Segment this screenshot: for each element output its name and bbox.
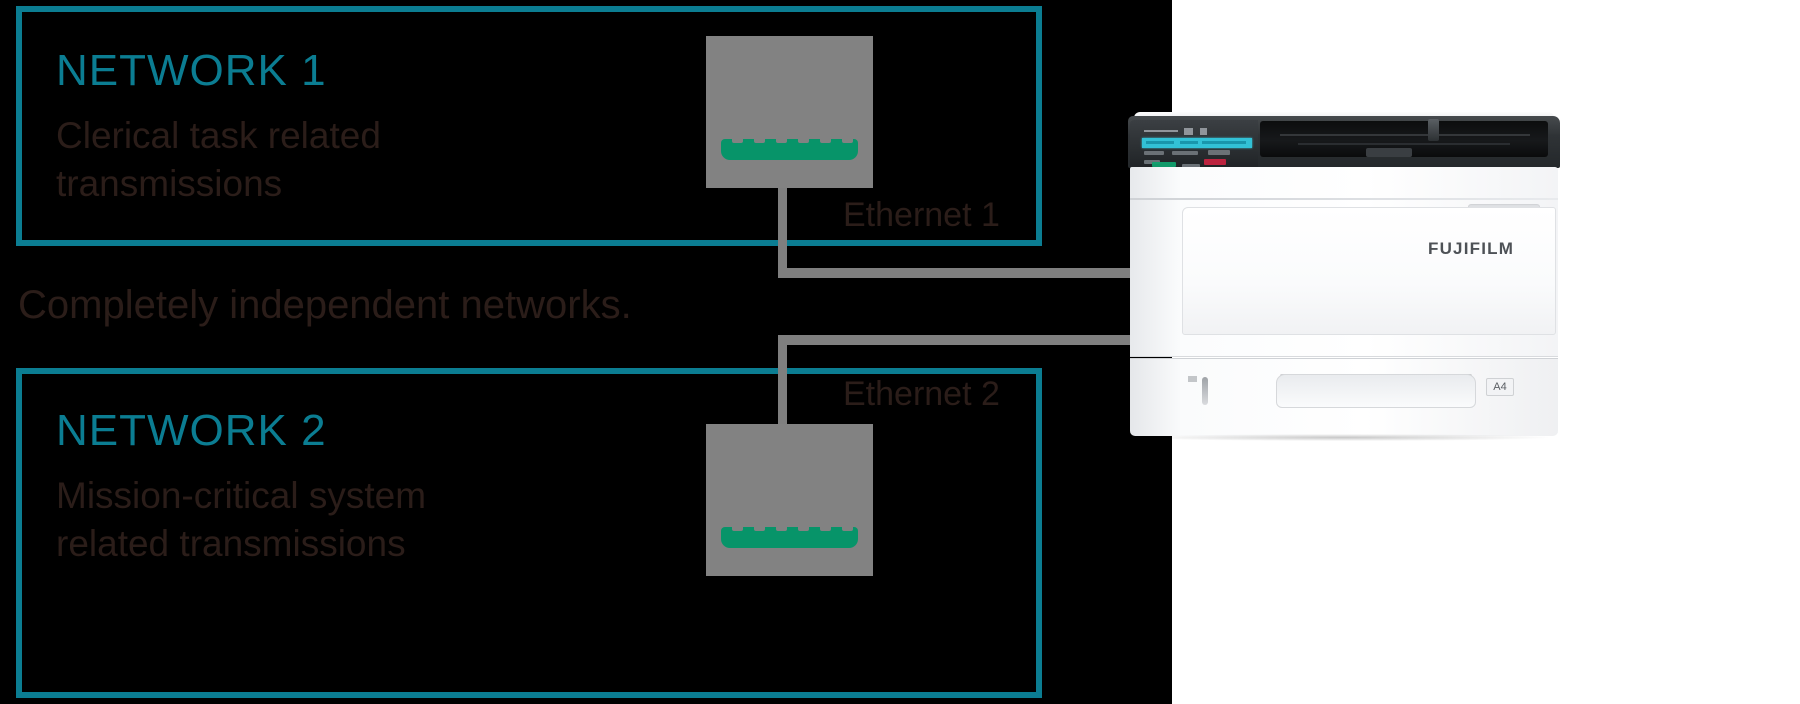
ethernet-2-cable-horizontal: [778, 335, 1148, 345]
printer-paper-size-badge: A4: [1486, 378, 1514, 396]
printer-panel-icon-row: [1144, 128, 1234, 136]
ethernet-1-cable-vertical: [778, 186, 787, 270]
ethernet-1-cable-horizontal: [778, 268, 1148, 278]
printer-start-button[interactable]: [1152, 162, 1176, 167]
network-switch-2: [706, 424, 873, 576]
printer-paper-stopper: [1428, 119, 1439, 141]
independent-networks-note: Completely independent networks.: [18, 283, 632, 327]
ethernet-1-label: Ethernet 1: [843, 196, 1000, 234]
network-switch-1: [706, 36, 873, 188]
printer-stop-button[interactable]: [1204, 159, 1226, 165]
printer-tray-ridge: [1298, 143, 1510, 145]
printer-tray-ridge: [1280, 134, 1530, 136]
printer-cassette-grip[interactable]: [1276, 374, 1476, 408]
switch-port-strip: [721, 136, 858, 160]
printer-paper-level-gauge: [1202, 377, 1208, 405]
switch-chassis: [706, 36, 873, 188]
network-1-title: NETWORK 1: [56, 46, 327, 95]
ethernet-2-cable-vertical: [778, 335, 787, 425]
printer-front-door[interactable]: [1182, 207, 1556, 335]
printer-body-seam: [1130, 198, 1558, 200]
printer-tray-handle: [1366, 148, 1412, 157]
printer-illustration: FUJIFILM A4: [1128, 112, 1560, 441]
switch-port-strip: [721, 524, 858, 548]
switch-chassis: [706, 424, 873, 576]
printer-lcd-display: [1142, 138, 1252, 148]
black-backdrop: [0, 0, 1172, 704]
printer-drop-shadow: [1138, 434, 1548, 441]
ethernet-2-label: Ethernet 2: [843, 375, 1000, 413]
network-2-title: NETWORK 2: [56, 406, 327, 455]
printer-control-panel[interactable]: [1130, 120, 1258, 170]
printer-brand-logo: FUJIFILM: [1428, 239, 1515, 258]
network-1-box: [16, 6, 1042, 246]
printer-paper-level-mark: [1188, 376, 1197, 382]
network-1-description: Clerical task related transmissions: [56, 115, 381, 205]
network-2-box: [16, 368, 1042, 698]
network-2-description: Mission-critical system related transmis…: [56, 475, 427, 565]
